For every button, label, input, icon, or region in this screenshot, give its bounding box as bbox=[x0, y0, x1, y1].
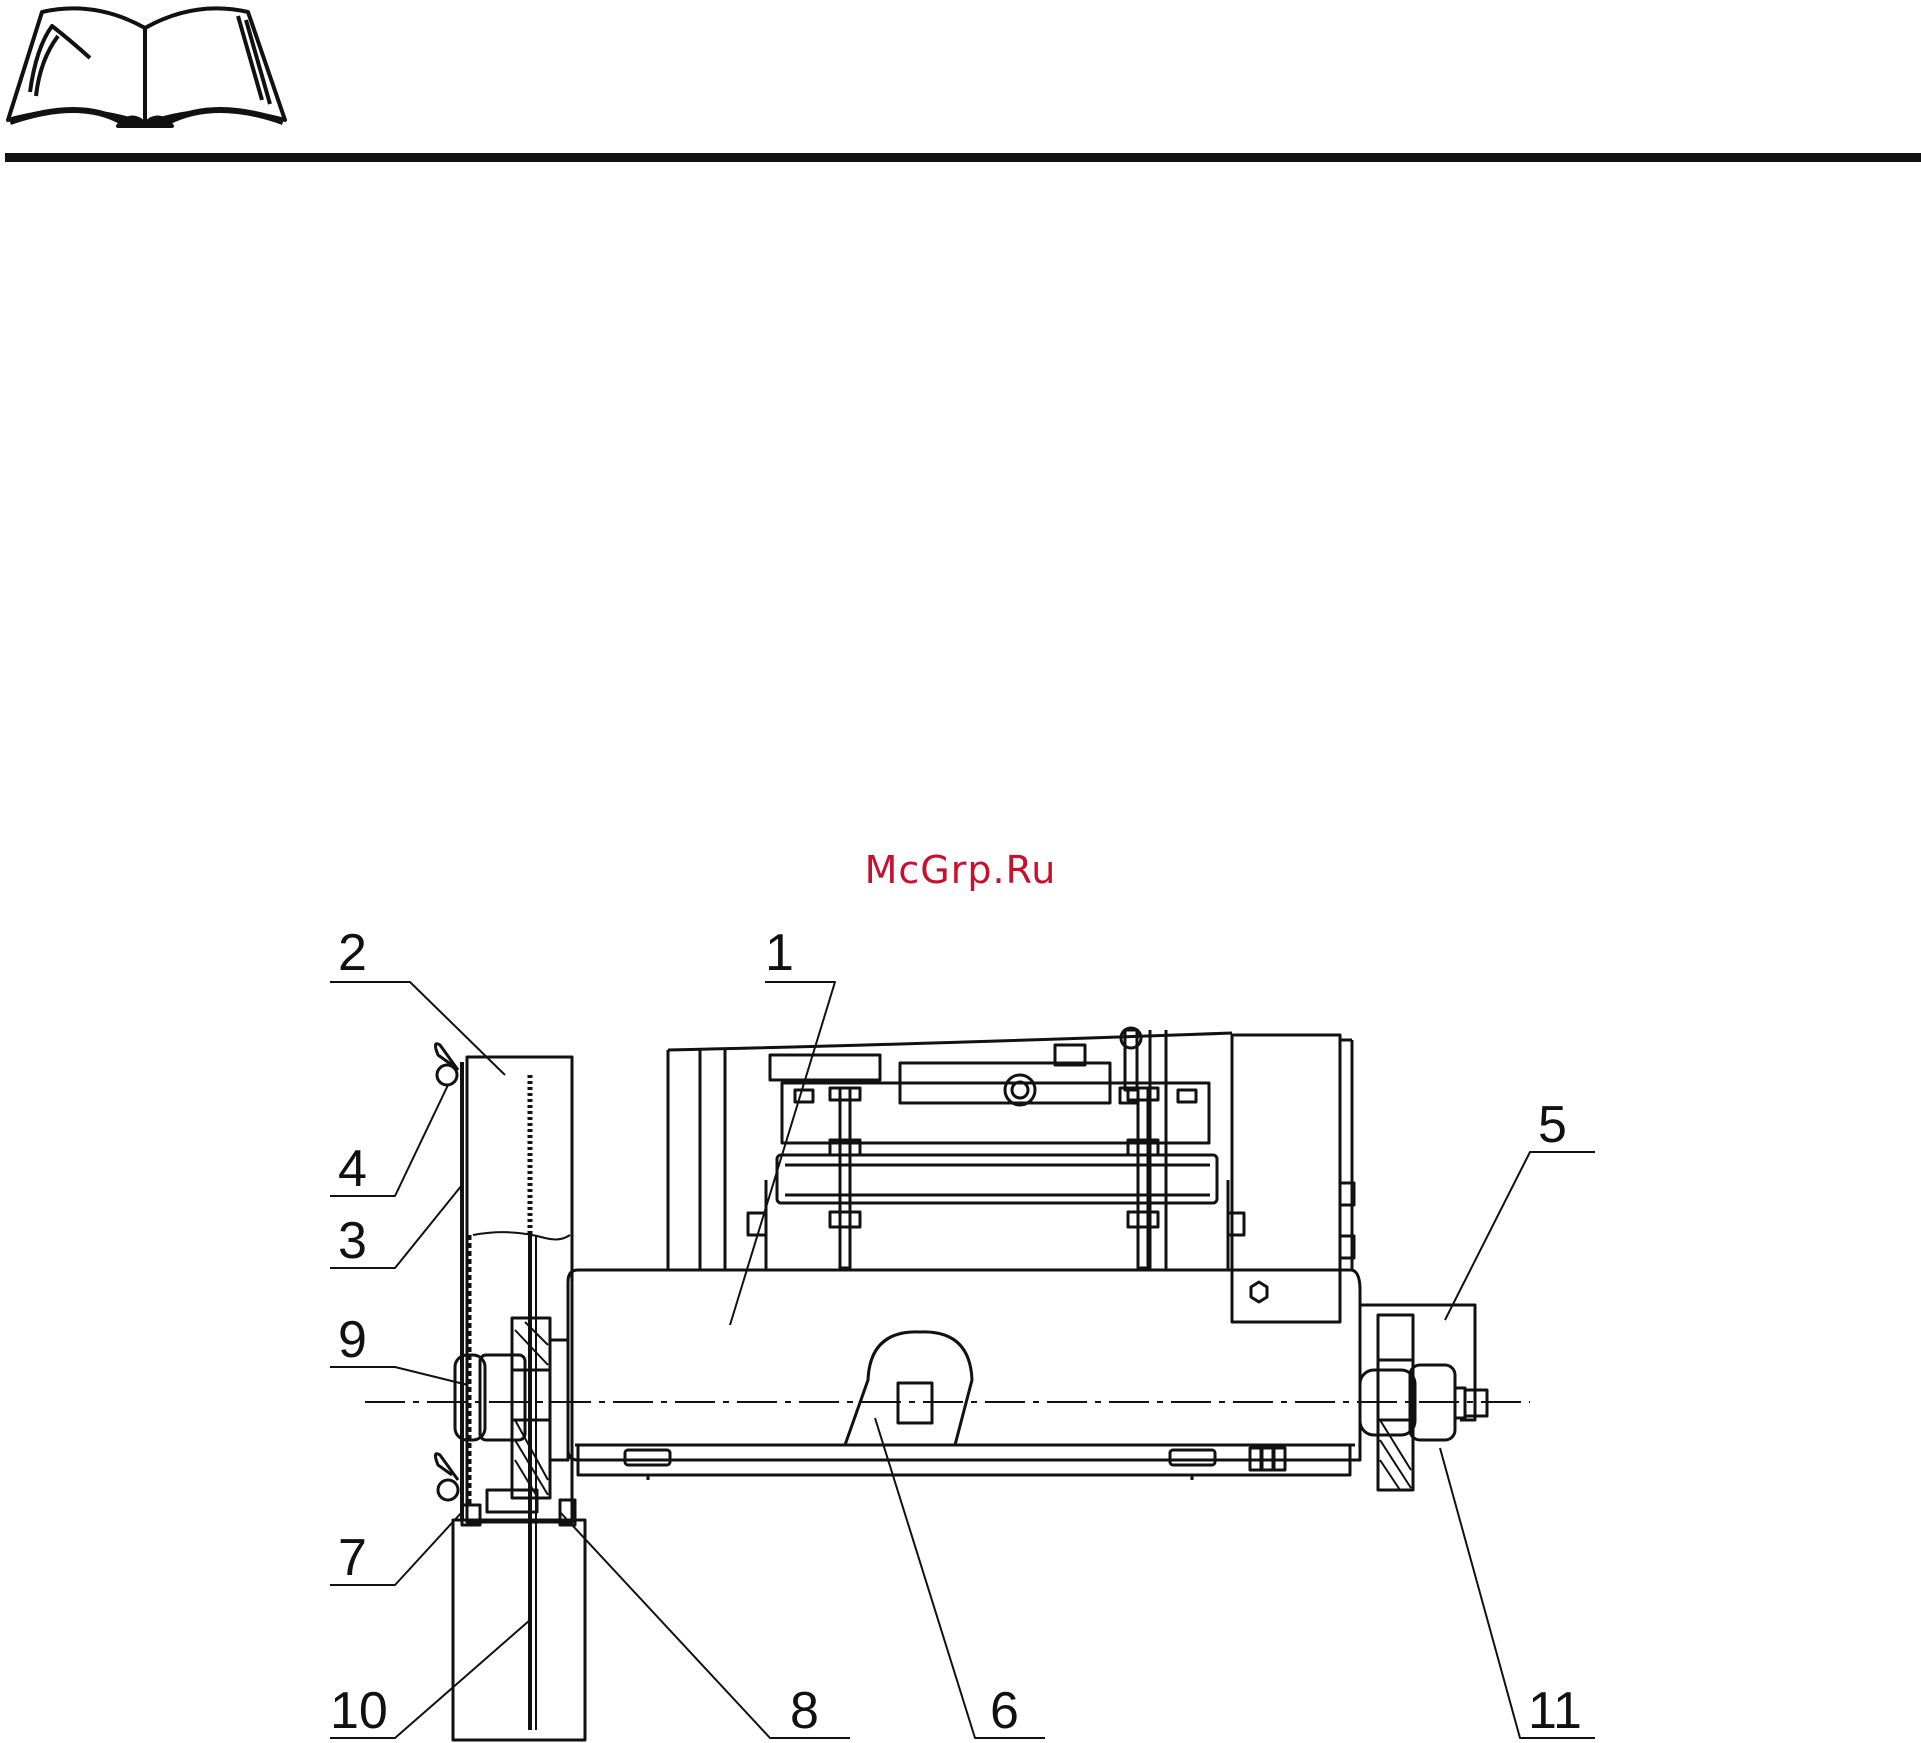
callout-8: 8 bbox=[790, 1682, 819, 1740]
callout-11: 11 bbox=[1528, 1682, 1582, 1740]
callout-3: 3 bbox=[338, 1212, 367, 1270]
left-blade-housing bbox=[435, 1044, 585, 1740]
callout-2: 2 bbox=[338, 924, 367, 982]
column-frame bbox=[1150, 1030, 1354, 1322]
right-tensioner bbox=[1360, 1305, 1487, 1490]
guide-rail bbox=[748, 1088, 1244, 1270]
callout-9: 9 bbox=[338, 1311, 367, 1369]
main-body bbox=[568, 1270, 1360, 1480]
callout-4: 4 bbox=[338, 1140, 367, 1198]
callout-10: 10 bbox=[330, 1682, 388, 1740]
callout-7: 7 bbox=[338, 1529, 367, 1587]
callout-1: 1 bbox=[765, 924, 794, 982]
callout-6: 6 bbox=[990, 1682, 1019, 1740]
callout-5: 5 bbox=[1538, 1096, 1567, 1154]
